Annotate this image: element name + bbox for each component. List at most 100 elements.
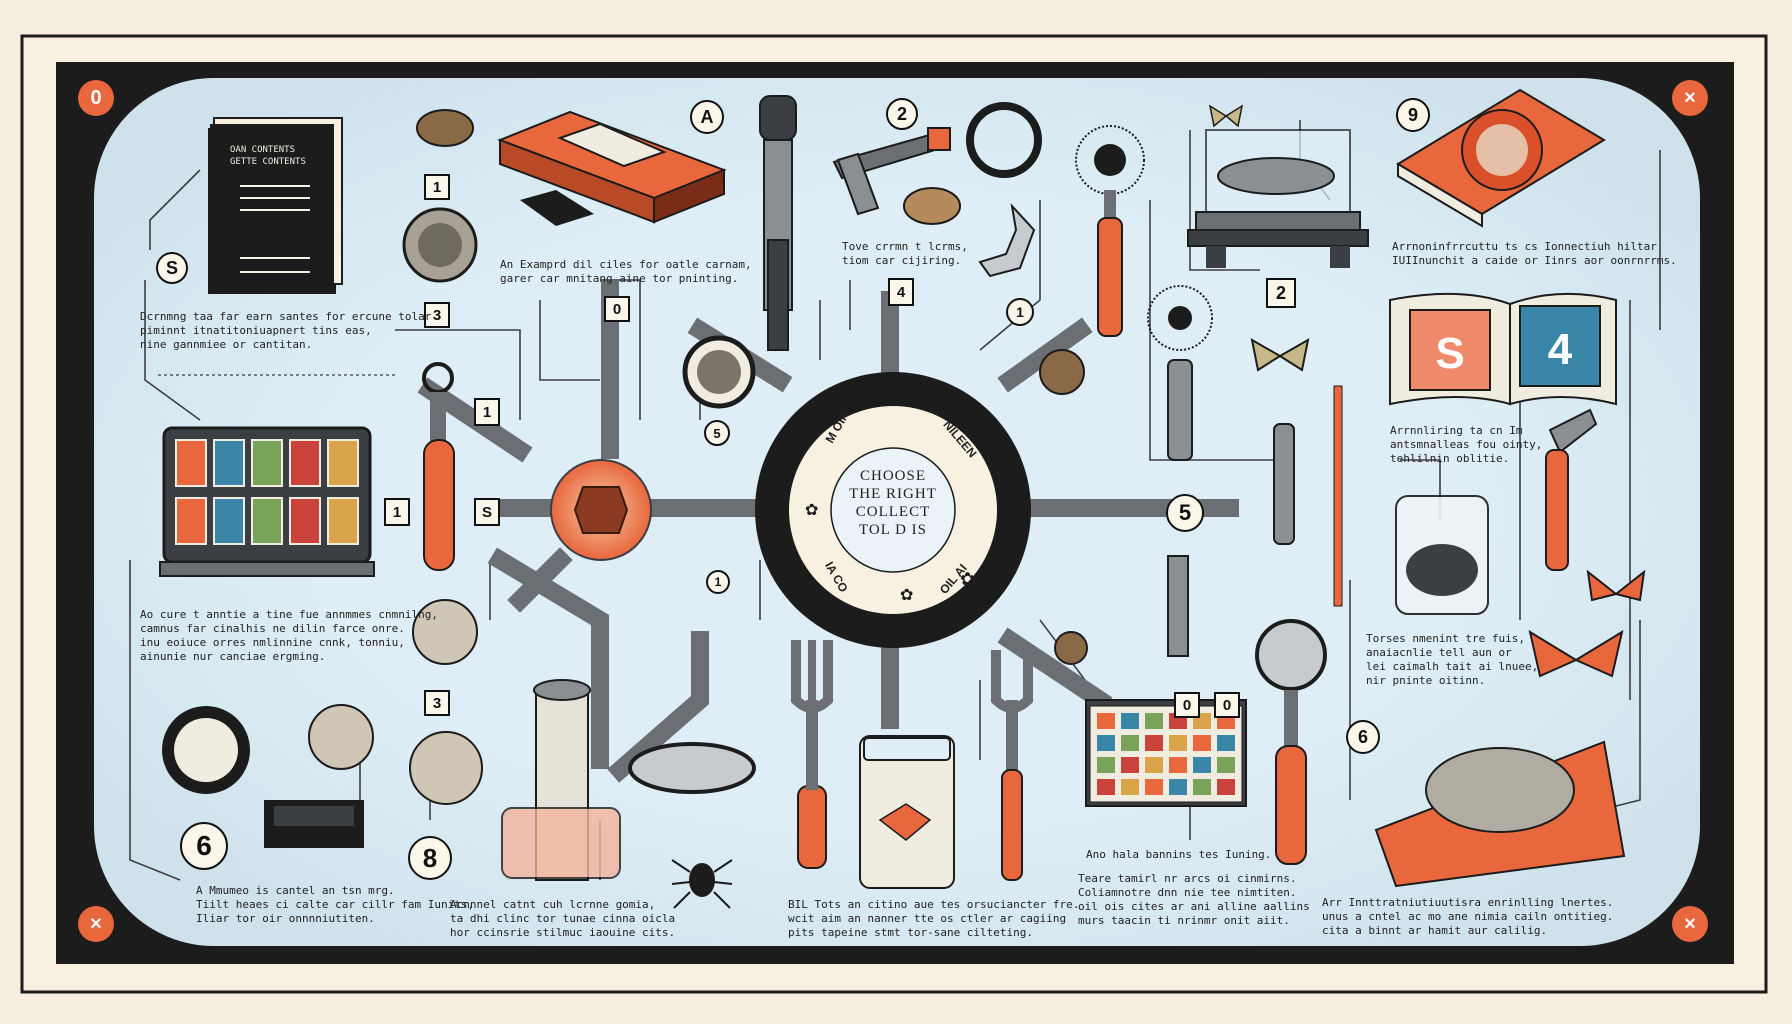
svg-text:4: 4 — [1548, 325, 1573, 374]
stamp — [1119, 777, 1141, 797]
corner-button-top-left[interactable]: 0 — [78, 80, 114, 116]
stamp — [1191, 755, 1213, 775]
close-icon[interactable]: × — [1672, 80, 1708, 116]
stamp-grid-left — [175, 439, 359, 545]
marker: 9 — [1396, 98, 1430, 132]
close-icon[interactable]: × — [1672, 906, 1708, 942]
stamp — [1119, 733, 1141, 753]
stamp — [1095, 777, 1117, 797]
stamp — [327, 439, 359, 487]
stamp — [175, 439, 207, 487]
marker: 1 — [1006, 298, 1034, 326]
stamp-album-icon: S 4 — [1389, 292, 1617, 406]
stamp — [213, 439, 245, 487]
stamp — [289, 439, 321, 487]
coin-tray-icon — [1374, 740, 1626, 888]
marker: 0 — [1214, 692, 1240, 718]
butterfly-icon — [1208, 104, 1646, 678]
magnifier-handle-icon — [759, 95, 797, 351]
marker: 4 — [888, 278, 914, 306]
stamp — [251, 497, 283, 545]
marker: 1 — [424, 174, 450, 200]
stamp — [1095, 755, 1117, 775]
marker: 1 — [706, 570, 730, 594]
tweezers-icon — [832, 127, 1036, 278]
album-right-label: Arrnoninfrrcuttu ts cs Ionnectiuh hiltar… — [1392, 240, 1677, 267]
notebook-label: OAN CONTENTS GETTE CONTENTS — [230, 145, 306, 167]
stamp — [289, 497, 321, 545]
stamp-book-icon — [1396, 88, 1606, 228]
marker: 5 — [1166, 494, 1204, 532]
bottom-left-label: A Mmumeo is cantel an tsn mrg. Tiilt hea… — [196, 884, 475, 925]
marker: 6 — [1346, 720, 1380, 754]
stamp — [327, 497, 359, 545]
marker: 1 — [384, 498, 410, 526]
wrench-icon — [422, 362, 455, 571]
stamp — [1143, 777, 1165, 797]
left-desc-label: Dcrnmng taa far earn santes for ercune t… — [140, 310, 432, 351]
notebook-icon — [208, 117, 343, 294]
stamp — [1167, 777, 1189, 797]
stamp — [213, 497, 245, 545]
marker: 0 — [1174, 692, 1200, 718]
tongs-label: Tove crrmn t lcrms, tiom car cijiring. — [842, 240, 968, 267]
coin-case-icon — [497, 110, 727, 226]
marker: S — [156, 252, 188, 284]
jar-icon — [859, 495, 1489, 889]
stamps-right-label: Arrnnliring ta cn Im antsmnalleas fou oi… — [1390, 424, 1543, 465]
bottom-far-right-label: Arr Innttratniutiuutisra enrinlling lner… — [1322, 896, 1614, 937]
bottom-mid-label: BIL Tots an citino aue tes orsuciancter … — [788, 898, 1080, 939]
svg-text:✿: ✿ — [900, 587, 913, 604]
marker: 8 — [408, 836, 452, 880]
stamp — [1095, 733, 1117, 753]
coin-tube-icon — [501, 679, 756, 881]
svg-text:✿: ✿ — [806, 417, 821, 437]
marker: 3 — [424, 302, 450, 328]
bottom-right-label-a: Ano hala bannins tes Iuning. — [1086, 848, 1272, 861]
svg-text:✿: ✿ — [805, 502, 818, 519]
stamp-case-label: Ao cure t anntie a tine fue annmmes cnmn… — [140, 608, 439, 663]
stamp — [1215, 733, 1237, 753]
stamp — [1143, 733, 1165, 753]
stamp — [251, 439, 283, 487]
orange-node — [550, 459, 652, 561]
marker: S — [474, 498, 500, 526]
loupe-icon — [1255, 619, 1327, 865]
stamp — [1191, 777, 1213, 797]
stamp — [1119, 755, 1141, 775]
stamp — [1167, 733, 1189, 753]
marker: 0 — [604, 296, 630, 322]
stamp — [1143, 711, 1165, 731]
marker: 2 — [886, 98, 918, 130]
fork-icon — [791, 640, 1033, 881]
svg-text:✿: ✿ — [960, 569, 975, 589]
marker: 1 — [474, 398, 500, 426]
coin-case-label: An Examprd dil ciles for oatle carnam, g… — [500, 258, 752, 285]
display-box-icon — [1187, 129, 1369, 268]
probe-icon — [1167, 385, 1598, 657]
close-icon[interactable]: × — [78, 906, 114, 942]
spider-icon — [671, 859, 733, 909]
brush-icon — [682, 125, 1213, 461]
stamp — [1215, 755, 1237, 775]
marker: 6 — [180, 822, 228, 870]
bottom-mid-left-label: Acnnnel catnt cuh lcrnne gomia, ta dhi c… — [450, 898, 676, 939]
jar-right-label: Torses nmenint tre fuis, anaiacnlie tell… — [1366, 632, 1539, 687]
stamp — [175, 497, 207, 545]
stamp — [1143, 755, 1165, 775]
stamp-grid-bottom — [1095, 711, 1237, 797]
stamp — [1167, 755, 1189, 775]
stamp — [1191, 733, 1213, 753]
stamp — [1119, 711, 1141, 731]
bottom-right-label-b: Teare tamirl nr arcs oi cinmirns. Coliam… — [1078, 872, 1310, 927]
marker: 5 — [704, 420, 730, 446]
marker: 3 — [424, 690, 450, 716]
coin-icon — [162, 109, 1088, 805]
svg-text:S: S — [1435, 329, 1464, 378]
ring-icon — [966, 102, 1042, 178]
hub: ✿ ✿ ✿ ✿ — [755, 372, 1031, 648]
stamp — [1095, 711, 1117, 731]
holder-icon — [264, 800, 364, 848]
